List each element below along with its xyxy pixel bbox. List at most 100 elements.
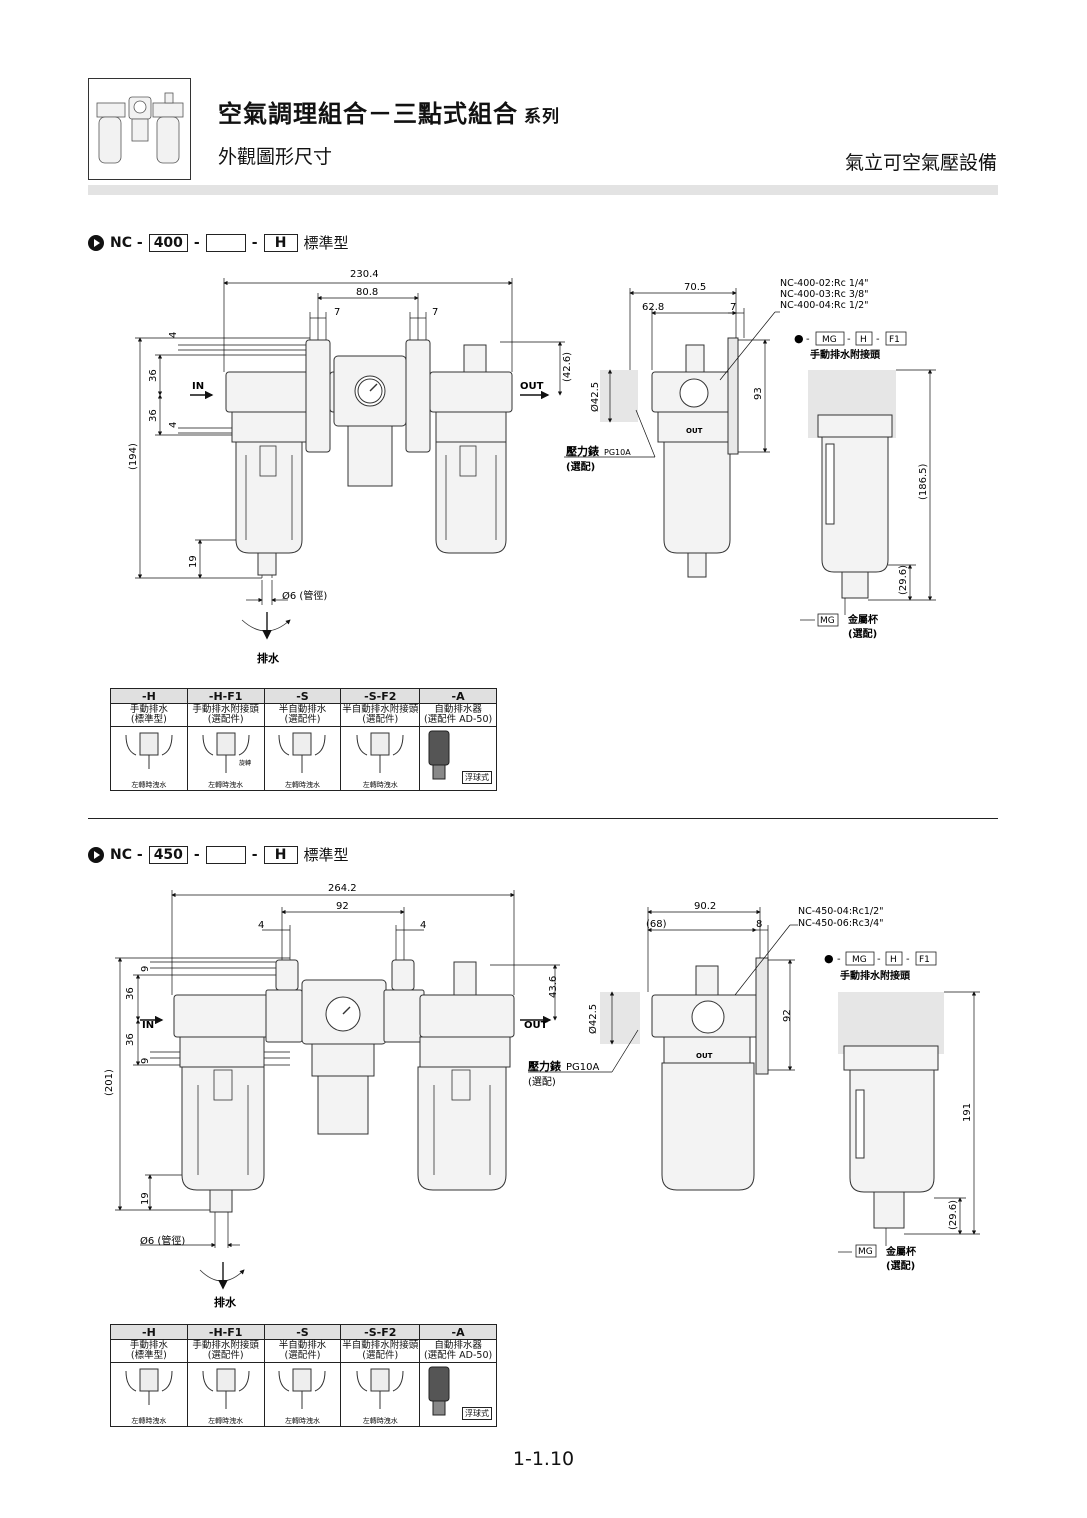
- in-label: IN: [142, 1020, 154, 1031]
- model-port-box: [205, 233, 246, 252]
- dim-gauge-dia: Ø42.5: [589, 382, 601, 412]
- option-desc: 手動排水附接頭(選配件): [186, 703, 265, 727]
- mg-option: (選配): [848, 627, 877, 640]
- model-dash: -: [193, 234, 200, 251]
- option-pic-s: 左轉時洩水: [263, 1362, 342, 1427]
- option-desc: 自動排水器(選配件 AD-50): [419, 703, 497, 727]
- port-note-1: NC-400-02:Rc 1/4": [780, 278, 869, 289]
- dim-bottom-19: 19: [140, 1192, 151, 1205]
- dim-top-offset: 9: [140, 966, 151, 972]
- drain-option-label: 手動排水附接頭: [810, 348, 881, 361]
- dim-height-29-6: (29.6): [898, 565, 909, 595]
- dim-upper-36: 36: [148, 369, 159, 382]
- gauge-label: 壓力錶: [566, 444, 599, 458]
- mg-label: 金屬杯: [885, 1245, 917, 1258]
- option-pic-s: 左轉時洩水: [263, 726, 342, 791]
- model-type: 標準型: [303, 234, 349, 252]
- in-label: IN: [192, 381, 204, 392]
- dim-side-7: 8: [756, 919, 762, 930]
- model-dash: -: [251, 846, 258, 863]
- gauge-option: (選配): [566, 460, 595, 473]
- gauge-label: 壓力錶: [528, 1059, 561, 1073]
- dim-side-93: 92: [782, 1009, 793, 1022]
- side-out-label: OUT: [696, 1052, 713, 1060]
- title-text: 空氣調理組合－三點式組合: [218, 100, 518, 128]
- page-number: 1-1.10: [512, 1448, 575, 1470]
- option-header: -S-F2: [340, 1324, 421, 1340]
- drain-option-h: H: [890, 955, 897, 965]
- port-note-1: NC-450-04:Rc1/2": [798, 906, 884, 917]
- dim-top-offset: 4: [168, 332, 179, 338]
- option-header: -A: [419, 688, 497, 704]
- dim-gauge-dia: Ø42.5: [587, 1004, 599, 1034]
- play-bullet-icon: [88, 234, 104, 251]
- option-desc: 半自動排水附接頭(選配件): [340, 703, 421, 727]
- page-subtitle: 外觀圖形尺寸: [218, 146, 333, 168]
- dimension-drawing-400: 230.4 80.8 7 7 4 36 36 4 (194) 19 Ø6 (管徑…: [128, 269, 936, 665]
- dim-total-width: 264.2: [328, 883, 357, 894]
- model-dash: -: [193, 846, 200, 863]
- dim-lower-4: 4: [168, 422, 179, 428]
- section-divider: [88, 818, 998, 819]
- option-pic-a: 浮球式: [419, 1362, 497, 1427]
- play-bullet-icon: [88, 846, 104, 863]
- drain-option-dash: -: [847, 334, 851, 345]
- dim-bracket-right: 4: [420, 920, 426, 931]
- port-note-3: NC-400-04:Rc 1/2": [780, 300, 869, 311]
- dim-bracket-right: 7: [432, 307, 438, 318]
- model-label-400: NC - 400 - - H 標準型: [88, 232, 349, 253]
- dim-lower-36: 36: [148, 409, 159, 422]
- gauge-model: PG10A: [604, 448, 631, 457]
- svg-text:旋轉: 旋轉: [239, 759, 251, 767]
- dim-bracket-left: 7: [334, 307, 340, 318]
- option-desc: 手動排水(標準型): [110, 703, 188, 727]
- port-note-2: NC-400-03:Rc 3/8": [780, 289, 869, 300]
- dim-height-186-5: (186.5): [918, 463, 929, 500]
- option-pic-h: 左轉時洩水: [110, 1362, 188, 1427]
- option-pic-hf1: 旋轉左轉時洩水: [186, 726, 265, 791]
- drain-option-label: 手動排水附接頭: [840, 969, 911, 982]
- model-size-box: 400: [148, 233, 188, 252]
- dim-center-span: 92: [336, 901, 349, 912]
- dim-side-62-8: (68): [646, 919, 667, 930]
- out-label: OUT: [524, 1020, 548, 1031]
- option-pic-sf2: 左轉時洩水: [340, 726, 421, 791]
- dim-side-93: 93: [753, 387, 764, 400]
- option-header: -S: [263, 1324, 342, 1340]
- drain-option-f1: F1: [889, 335, 900, 345]
- option-desc: 半自動排水(選配件): [263, 703, 342, 727]
- model-suffix-box: H: [263, 845, 298, 864]
- option-desc: 半自動排水(選配件): [263, 1339, 342, 1363]
- option-pic-hf1: 左轉時洩水: [186, 1362, 265, 1427]
- option-header: -H: [110, 688, 188, 704]
- option-header: -A: [419, 1324, 497, 1340]
- product-thumbnail: [88, 78, 191, 180]
- option-pic-sf2: 左轉時洩水: [340, 1362, 421, 1427]
- dim-lower-4: 9: [140, 1058, 151, 1064]
- option-header: -H-F1: [186, 688, 265, 704]
- side-out-label: OUT: [686, 427, 703, 435]
- drain-option-dash: -: [806, 334, 810, 345]
- gauge-model: PG10A: [566, 1062, 600, 1073]
- mg-option: (選配): [886, 1259, 915, 1272]
- dim-upper-36: 36: [125, 987, 136, 1000]
- drain-option-dash: -: [877, 954, 881, 965]
- page-title: 空氣調理組合－三點式組合系列: [218, 94, 560, 129]
- dim-center-span: 80.8: [356, 287, 378, 298]
- dim-overall-height: (201): [104, 1069, 115, 1096]
- dim-bottom-19: 19: [188, 555, 199, 568]
- drain-option-h: H: [860, 335, 867, 345]
- dim-side-7: 7: [730, 302, 736, 313]
- dim-total-width: 230.4: [350, 269, 379, 280]
- drain-option-dash: -: [876, 334, 880, 345]
- option-header: -H: [110, 1324, 188, 1340]
- brand-name: 氣立可空氣壓設備: [844, 152, 997, 174]
- model-dash: -: [251, 234, 258, 251]
- dim-height-186-5: 191: [962, 1103, 973, 1122]
- port-note-2: NC-450-06:Rc3/4": [798, 918, 884, 929]
- dim-side-70-5: 90.2: [694, 901, 716, 912]
- dim-lower-36: 36: [125, 1033, 136, 1046]
- drain-option-dash: -: [837, 954, 841, 965]
- drain-option-dash: -: [906, 954, 910, 965]
- dim-top-42-6: (42.6): [562, 352, 573, 382]
